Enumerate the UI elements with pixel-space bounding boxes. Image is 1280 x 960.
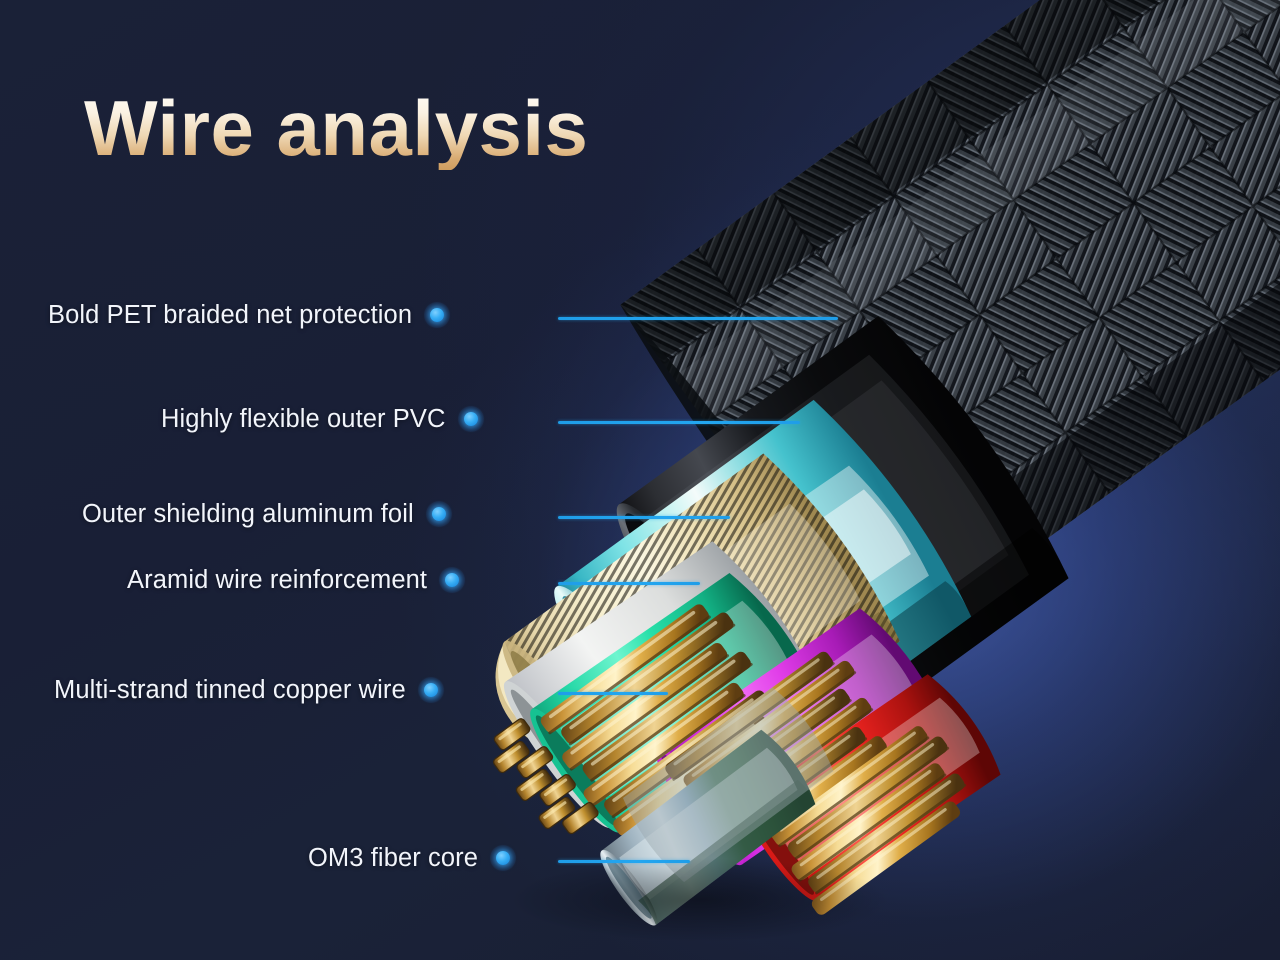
wire-sleeve-red — [743, 674, 1001, 901]
callout-copper-wire[interactable]: Multi-strand tinned copper wire — [54, 675, 444, 705]
lead-line-aluminum-foil — [558, 515, 730, 519]
callout-label-copper-wire: Multi-strand tinned copper wire — [54, 675, 406, 704]
copper-strand-tips — [493, 718, 599, 835]
lead-line-fiber-core — [558, 859, 690, 863]
copper-strand-bundle-c — [771, 726, 967, 915]
wire-sleeve-green — [530, 572, 819, 833]
cable-glow — [475, 90, 1280, 950]
wire-sleeve-magenta — [655, 608, 945, 866]
copper-strand-bundle-a — [540, 604, 771, 836]
lead-line-outer-pvc — [558, 420, 800, 424]
callout-dot-fiber-core[interactable] — [490, 845, 517, 871]
callout-label-aramid-reinforcement: Aramid wire reinforcement — [127, 565, 428, 594]
callout-label-fiber-core: OM3 fiber core — [308, 843, 479, 872]
callout-dot-pet-braid[interactable] — [424, 302, 451, 328]
callout-fiber-core[interactable]: OM3 fiber core — [308, 843, 517, 873]
lead-line-copper-wire — [558, 691, 668, 695]
copper-strand-bundle-b — [665, 651, 887, 861]
callout-label-aluminum-foil: Outer shielding aluminum foil — [82, 499, 414, 528]
callout-dot-copper-wire[interactable] — [417, 677, 444, 703]
callout-dot-aramid-reinforcement[interactable] — [439, 567, 466, 593]
aluminum-foil-layer — [554, 399, 972, 805]
callout-dot-aluminum-foil[interactable] — [425, 501, 452, 527]
callout-aramid-reinforcement[interactable]: Aramid wire reinforcement — [127, 565, 466, 595]
callout-label-outer-pvc: Highly flexible outer PVC — [161, 404, 446, 433]
page-title: Wire analysis — [84, 84, 589, 172]
callout-pet-braid[interactable]: Bold PET braided net protection — [48, 300, 451, 330]
pvc-jacket-layer — [616, 316, 1069, 768]
lead-line-pet-braid — [558, 316, 838, 320]
pet-braid-layer — [620, 0, 1280, 661]
callout-outer-pvc[interactable]: Highly flexible outer PVC — [161, 404, 484, 434]
callout-dot-outer-pvc[interactable] — [457, 406, 484, 432]
callout-aluminum-foil[interactable]: Outer shielding aluminum foil — [82, 499, 452, 529]
white-wrap-layer — [503, 541, 819, 828]
om3-fiber-core — [600, 687, 834, 926]
aramid-fiber-layer — [495, 453, 900, 831]
callout-label-pet-braid: Bold PET braided net protection — [48, 300, 413, 329]
lead-line-aramid-reinforcement — [558, 581, 700, 585]
